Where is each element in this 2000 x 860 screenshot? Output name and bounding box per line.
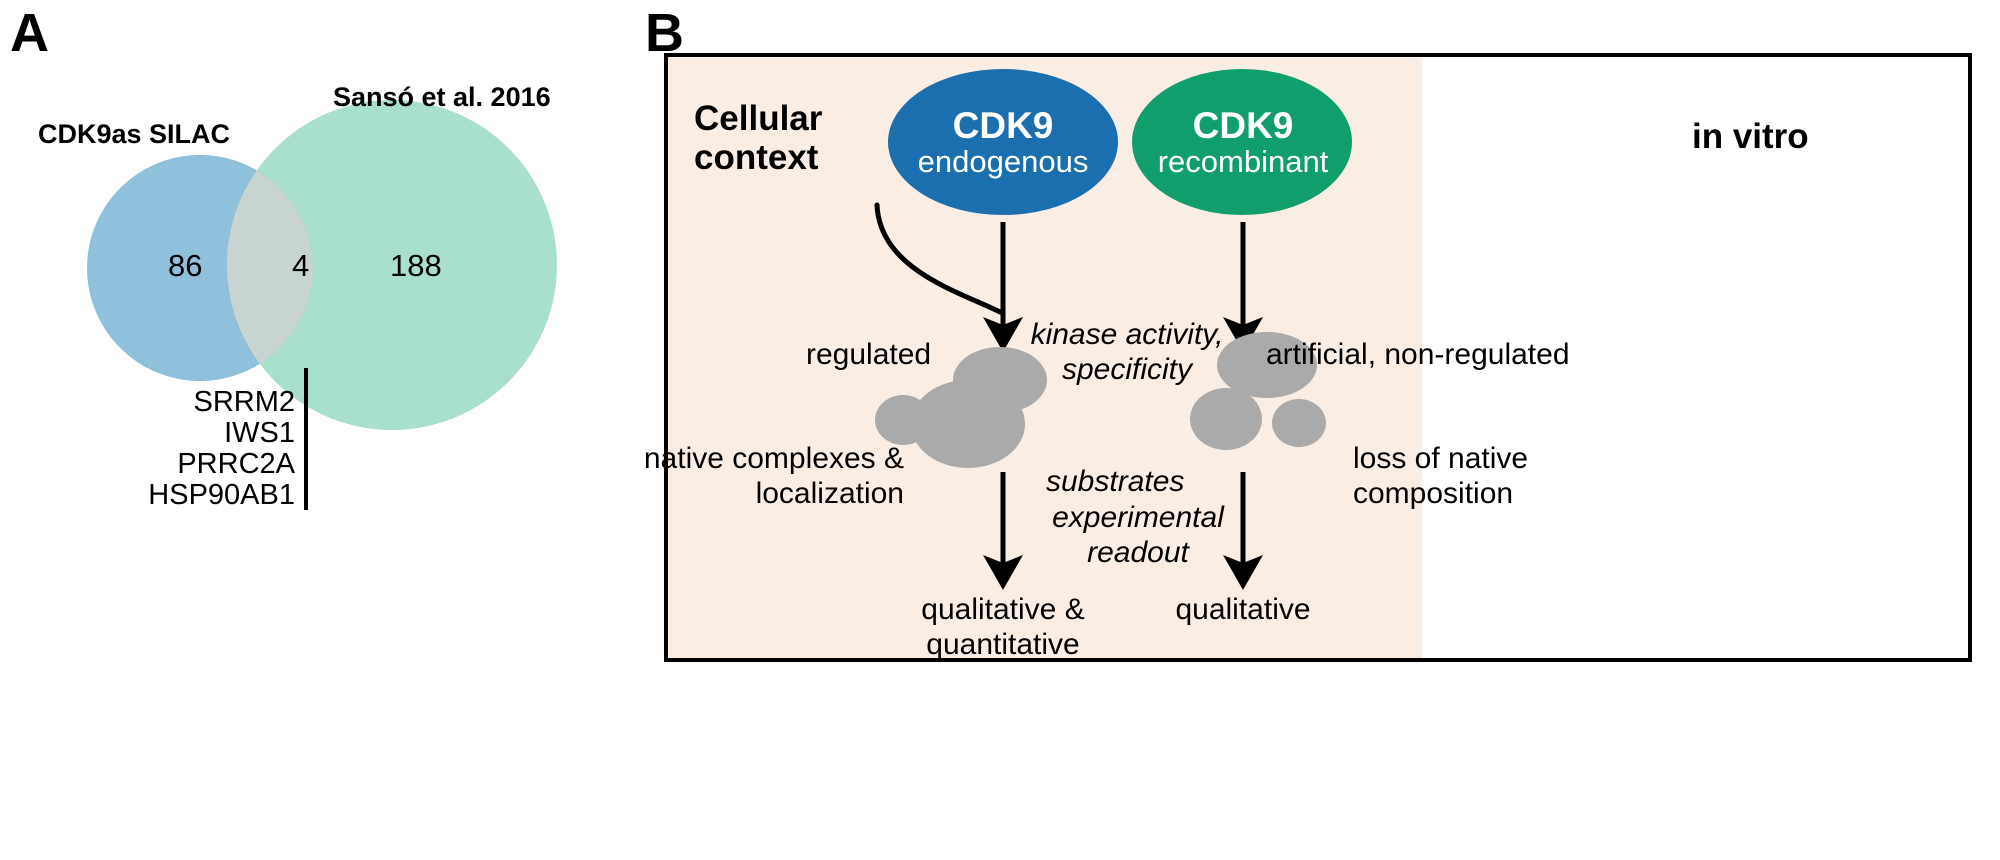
gene-item: HSP90AB1: [148, 479, 295, 512]
loss-native-line1: loss of native: [1353, 442, 1529, 475]
shared-gene-list: SRRM2 IWS1 PRRC2A HSP90AB1: [20, 386, 295, 512]
in-vitro-heading: in vitro: [1692, 117, 1809, 156]
substrates-annotation: substrates: [1046, 465, 1185, 498]
left-readout-outcome: qualitative & quantitative: [878, 592, 1128, 663]
regulated-curved-arrow: [874, 202, 1003, 315]
gene-item: IWS1: [224, 417, 295, 450]
venn-count-right-only: 188: [390, 248, 442, 283]
gene-item: PRRC2A: [177, 448, 295, 481]
right-readout-line1: qualitative: [1175, 593, 1311, 626]
left-readout-line2: quantitative: [926, 628, 1080, 662]
cellular-context-heading: Cellular context: [694, 99, 884, 177]
cellular-context-line1: Cellular: [694, 99, 823, 138]
cdk9-recombinant-node: [1132, 69, 1352, 215]
native-complexes-label: native complexes & localization: [600, 441, 904, 512]
venn-count-left-only: 86: [168, 248, 203, 283]
in-vitro-region: [1422, 55, 1970, 660]
cdk9-recombinant-subtitle: recombinant: [1157, 144, 1329, 180]
cdk9-endogenous-title: CDK9: [952, 104, 1054, 146]
native-complexes-line2: localization: [755, 477, 904, 511]
venn-circle-right: [227, 100, 557, 430]
panel-b-border: [664, 53, 1972, 662]
panel-a-letter: A: [10, 3, 49, 63]
panel-b-letter: B: [645, 3, 684, 63]
regulated-annotation: regulated: [806, 338, 932, 371]
venn-count-intersection: 4: [292, 248, 310, 283]
artificial-non-regulated-annotation: artificial, non-regulated: [1266, 338, 1570, 371]
native-complexes-line1: native complexes &: [643, 442, 904, 475]
cdk9-endogenous-node: [888, 69, 1118, 215]
cdk9-recombinant-label: CDK9 recombinant: [1132, 97, 1354, 189]
kinase-activity-line1: kinase activity,: [1030, 318, 1224, 351]
gene-item: SRRM2: [193, 386, 295, 418]
substrate-blobs-right: [1190, 332, 1326, 450]
venn-set-left-label: CDK9as SILAC: [38, 119, 231, 149]
cellular-context-line2: context: [694, 137, 819, 177]
experimental-readout-line1: experimental: [1052, 501, 1224, 534]
experimental-readout-annotation: experimental readout: [1038, 500, 1238, 571]
left-readout-line1: qualitative &: [921, 593, 1085, 626]
kinase-activity-annotation: kinase activity, specificity: [1022, 317, 1232, 388]
venn-set-right-label: Sansó et al. 2016: [333, 82, 551, 112]
substrate-blobs-left: [875, 347, 1047, 468]
cdk9-endogenous-subtitle: endogenous: [917, 144, 1089, 180]
loss-of-native-composition-label: loss of native composition: [1353, 441, 1633, 512]
cdk9-endogenous-label: CDK9 endogenous: [888, 97, 1118, 189]
right-readout-outcome: qualitative: [1128, 592, 1358, 627]
experimental-readout-line2: readout: [1087, 536, 1189, 570]
cdk9-recombinant-title: CDK9: [1192, 104, 1294, 146]
kinase-activity-line2: specificity: [1061, 353, 1193, 387]
loss-native-line2: composition: [1353, 477, 1514, 511]
